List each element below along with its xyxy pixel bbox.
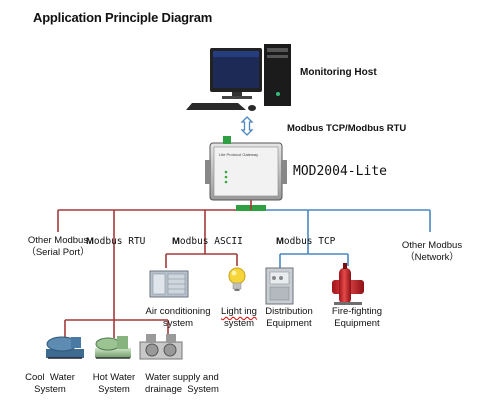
distribution-cabinet-icon <box>265 267 294 305</box>
pump-station-icon <box>139 334 183 360</box>
water-supply-label: Water supply and drainage System <box>140 372 224 396</box>
tcp-bus-rest: odbus TCP <box>283 236 336 247</box>
computer-icon <box>186 44 291 111</box>
fire-equipment-icon <box>332 263 364 305</box>
chiller-icon <box>46 336 84 359</box>
fire-fighting-line1: Fire-fighting <box>331 306 383 317</box>
water-supply-line1: Water supply and <box>145 372 219 383</box>
rtu-bus-rest: odbus RTU <box>93 236 146 247</box>
distribution-label: Distribution Equipment <box>254 306 324 330</box>
rtu-bus-prefix: M <box>86 236 94 247</box>
left-network-line2: （Serial Port） <box>26 247 90 258</box>
ascii-bus-rest: odbus ASCII <box>179 236 243 247</box>
lighting-line1-text: Light ing <box>221 306 257 317</box>
cool-water-line2: System <box>34 384 66 395</box>
right-network-line1: Other Modbus <box>401 240 463 251</box>
ascii-bus-prefix: M <box>172 236 180 247</box>
left-network-label: Other Modbus （Serial Port） <box>4 235 112 259</box>
right-network-label: Other Modbus （Network） <box>386 240 478 264</box>
monitoring-host-label: Monitoring Host <box>300 67 377 78</box>
gateway-name: MOD2004-Lite <box>293 164 387 179</box>
cool-water-label: Cool Water System <box>18 372 82 396</box>
ascii-bus-label: Modbus ASCII <box>172 236 243 247</box>
air-conditioning-line2: system <box>162 318 194 329</box>
hot-water-line1: Hot Water <box>92 372 136 383</box>
double-arrow-icon <box>240 116 254 136</box>
hot-water-label: Hot Water System <box>84 372 144 396</box>
cool-water-line1: Cool Water <box>25 372 75 383</box>
tcp-bus-prefix: M <box>276 236 284 247</box>
distribution-line1: Distribution <box>265 306 313 317</box>
tcp-bus-label: Modbus TCP <box>276 236 335 247</box>
left-network-line1: Other Modbus <box>27 235 89 246</box>
lighting-label: Light ing system <box>209 306 269 330</box>
lighting-line1: Light ing <box>209 306 269 318</box>
page-title: Application Principle Diagram <box>33 10 213 25</box>
right-network-line2: （Network） <box>405 252 459 263</box>
air-conditioning-label: Air conditioning system <box>128 306 228 330</box>
distribution-line2: Equipment <box>266 318 312 329</box>
fire-fighting-label: Fire-fighting Equipment <box>320 306 394 330</box>
hot-water-unit-icon <box>95 336 131 359</box>
hot-water-line2: System <box>98 384 130 395</box>
connection-lines <box>57 200 431 338</box>
air-conditioning-line1: Air conditioning <box>145 306 211 317</box>
air-conditioner-icon <box>149 270 189 298</box>
fire-fighting-line2: Equipment <box>334 318 380 329</box>
rtu-bus-label: Modbus RTU <box>86 236 145 247</box>
light-bulb-icon <box>228 267 246 291</box>
lighting-line2: system <box>223 318 255 329</box>
gateway-panel-text: Lite Protocol Gateway <box>219 152 258 157</box>
water-supply-line2: drainage System <box>145 384 219 395</box>
protocol-label: Modbus TCP/Modbus RTU <box>287 123 407 134</box>
gateway-device-icon: Lite Protocol Gateway <box>205 136 287 211</box>
